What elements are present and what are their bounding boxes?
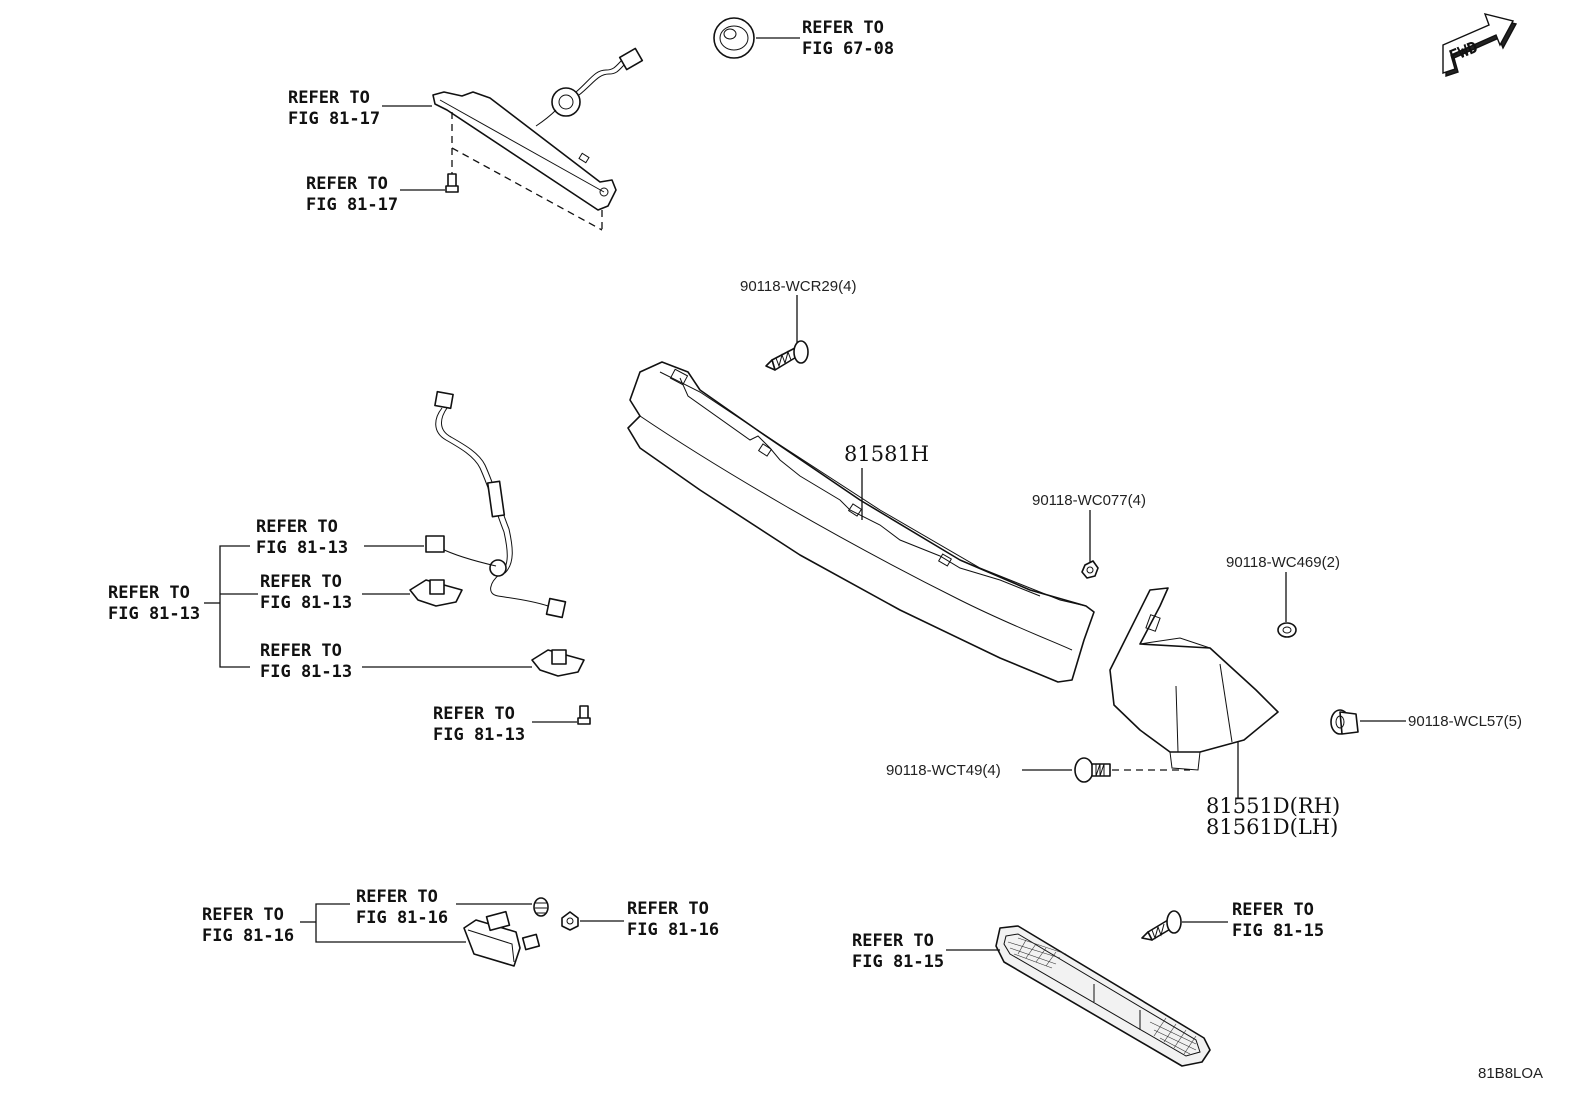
- license-lamp-1-ref-line2: FIG 81-13: [260, 593, 352, 613]
- stop-lamp-ref-line2: FIG 81-17: [288, 109, 380, 129]
- license-lamp-2-ref-line2: FIG 81-13: [260, 662, 352, 682]
- side-marker-bulb-part: [533, 897, 549, 917]
- stop-lamp-screw-ref-line1: REFER TO: [306, 174, 388, 194]
- side-marker-group-ref-line2: FIG 81-16: [202, 926, 294, 946]
- side-marker-socket-part: [561, 911, 579, 931]
- license-lamp-2-ref-line1: REFER TO: [260, 641, 342, 661]
- garnish-label: 81581H: [844, 442, 929, 466]
- clip-wcl57-label: 90118-WCL57(5): [1408, 713, 1522, 730]
- side-marker-group-ref-line1: REFER TO: [202, 905, 284, 925]
- reflector-ref-line2: FIG 81-15: [852, 952, 944, 972]
- license-group-ref-line2: FIG 81-13: [108, 604, 200, 624]
- side-marker-socket-ref-line1: REFER TO: [627, 899, 709, 919]
- stop-lamp-part: [432, 47, 644, 211]
- clip-wcl57-part: [1330, 709, 1359, 735]
- screw-wct49-part: [1074, 757, 1111, 783]
- gasket-ref-line2: FIG 67-08: [802, 39, 894, 59]
- gasket-part: [713, 17, 755, 59]
- fwd-arrow-icon: FWD: [1442, 13, 1518, 77]
- nut-wc077-part: [1081, 560, 1099, 579]
- license-lamp-2-part: [531, 649, 585, 677]
- side-marker-lamp-part: [463, 910, 541, 967]
- stop-lamp-screw-part: [445, 173, 459, 193]
- garnish-part: [627, 361, 1095, 683]
- reflector-screw-ref-line2: FIG 81-15: [1232, 921, 1324, 941]
- reflector-screw-part: [1141, 910, 1182, 941]
- cover-part: [1109, 587, 1279, 771]
- reflector-ref-line1: REFER TO: [852, 931, 934, 951]
- license-wire-ref-line2: FIG 81-13: [256, 538, 348, 558]
- stop-lamp-screw-ref-line2: FIG 81-17: [306, 195, 398, 215]
- license-lamp-1-ref-line1: REFER TO: [260, 572, 342, 592]
- nut-wc469-label: 90118-WC469(2): [1226, 554, 1340, 571]
- side-marker-bulb-ref-line1: REFER TO: [356, 887, 438, 907]
- reflector-part: [995, 925, 1211, 1067]
- gasket-ref-line1: REFER TO: [802, 18, 884, 38]
- side-marker-bulb-ref-line2: FIG 81-16: [356, 908, 448, 928]
- license-wire-ref-line1: REFER TO: [256, 517, 338, 537]
- license-screw-part: [577, 705, 591, 725]
- screw-wcr29-label: 90118-WCR29(4): [740, 278, 856, 295]
- screw-wcr29-part: [765, 340, 809, 371]
- nut-wc469-part: [1277, 622, 1297, 638]
- cover-lh-label: 81561D(LH): [1206, 815, 1338, 839]
- reflector-screw-ref-line1: REFER TO: [1232, 900, 1314, 920]
- license-lamp-1-part: [409, 579, 463, 607]
- nut-wc077-label: 90118-WC077(4): [1032, 492, 1146, 509]
- side-marker-socket-ref-line2: FIG 81-16: [627, 920, 719, 940]
- license-screw-ref-line2: FIG 81-13: [433, 725, 525, 745]
- figure-code: 81B8LOA: [1478, 1065, 1543, 1082]
- cover-rh-label: 81551D(RH): [1206, 794, 1340, 818]
- license-wire-part: [425, 390, 567, 619]
- screw-wct49-label: 90118-WCT49(4): [886, 762, 1001, 779]
- stop-lamp-ref-line1: REFER TO: [288, 88, 370, 108]
- license-screw-ref-line1: REFER TO: [433, 704, 515, 724]
- license-group-ref-line1: REFER TO: [108, 583, 190, 603]
